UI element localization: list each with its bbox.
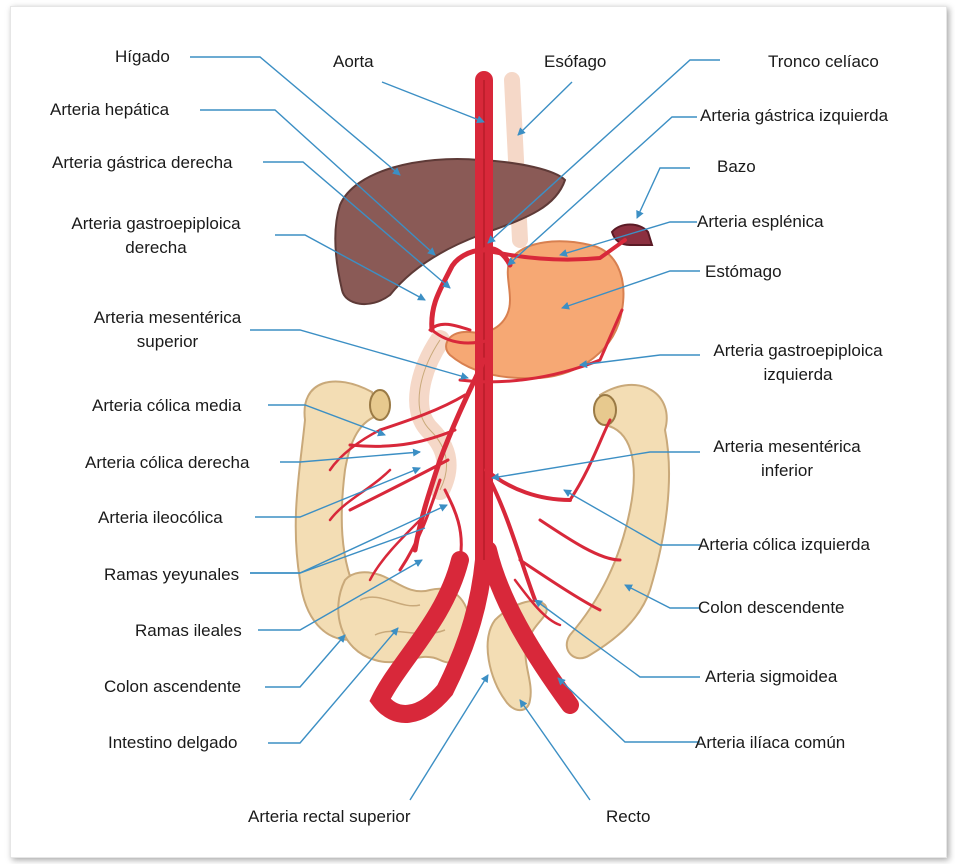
- label-arteria-hepatica: Arteria hepática: [50, 100, 169, 120]
- label-arteria-gastroepiploica-derecha-line2: derecha: [50, 238, 262, 258]
- label-arteria-rectal-superior: Arteria rectal superior: [248, 807, 411, 827]
- label-higado: Hígado: [115, 47, 170, 67]
- label-arteria-colica-izquierda: Arteria cólica izquierda: [698, 535, 870, 555]
- label-arteria-esplenica: Arteria esplénica: [697, 212, 824, 232]
- label-tronco-celiaco: Tronco celíaco: [768, 52, 879, 72]
- label-arteria-mesenterica-superior-line2: superior: [80, 332, 255, 352]
- label-intestino-delgado: Intestino delgado: [108, 733, 238, 753]
- bazo-shape: [612, 225, 652, 246]
- label-arteria-ileocolica: Arteria ileocólica: [98, 508, 223, 528]
- label-ramas-yeyunales: Ramas yeyunales: [104, 565, 239, 585]
- label-arteria-colica-derecha: Arteria cólica derecha: [85, 453, 249, 473]
- label-arteria-gastroepiploica-izquierda-line2: izquierda: [698, 365, 898, 385]
- label-arteria-mesenterica-superior-line1: Arteria mesentérica: [80, 308, 255, 328]
- label-arteria-gastroepiploica-derecha-line1: Arteria gastroepiploica: [50, 214, 262, 234]
- label-arteria-gastrica-derecha: Arteria gástrica derecha: [52, 153, 232, 173]
- label-arteria-gastroepiploica-izquierda: Arteria gastroepiploica izquierda: [698, 341, 898, 385]
- label-arteria-colica-media: Arteria cólica media: [92, 396, 241, 416]
- label-arteria-sigmoidea: Arteria sigmoidea: [705, 667, 837, 687]
- label-arteria-iliaca-comun: Arteria ilíaca común: [695, 733, 845, 753]
- label-arteria-mesenterica-superior: Arteria mesentérica superior: [80, 308, 255, 352]
- label-bazo: Bazo: [717, 157, 756, 177]
- label-arteria-gastrica-izquierda: Arteria gástrica izquierda: [700, 106, 888, 126]
- label-estomago: Estómago: [705, 262, 782, 282]
- label-arteria-mesenterica-inferior: Arteria mesentérica inferior: [698, 437, 876, 481]
- label-colon-ascendente: Colon ascendente: [104, 677, 241, 697]
- label-aorta: Aorta: [333, 52, 374, 72]
- label-arteria-mesenterica-inferior-line2: inferior: [698, 461, 876, 481]
- label-arteria-gastroepiploica-derecha: Arteria gastroepiploica derecha: [50, 214, 262, 258]
- label-ramas-ileales: Ramas ileales: [135, 621, 242, 641]
- label-recto: Recto: [606, 807, 650, 827]
- label-esofago: Esófago: [544, 52, 606, 72]
- label-arteria-mesenterica-inferior-line1: Arteria mesentérica: [698, 437, 876, 457]
- label-arteria-gastroepiploica-izquierda-line1: Arteria gastroepiploica: [698, 341, 898, 361]
- estomago-shape: [446, 241, 623, 378]
- label-colon-descendente: Colon descendente: [698, 598, 845, 618]
